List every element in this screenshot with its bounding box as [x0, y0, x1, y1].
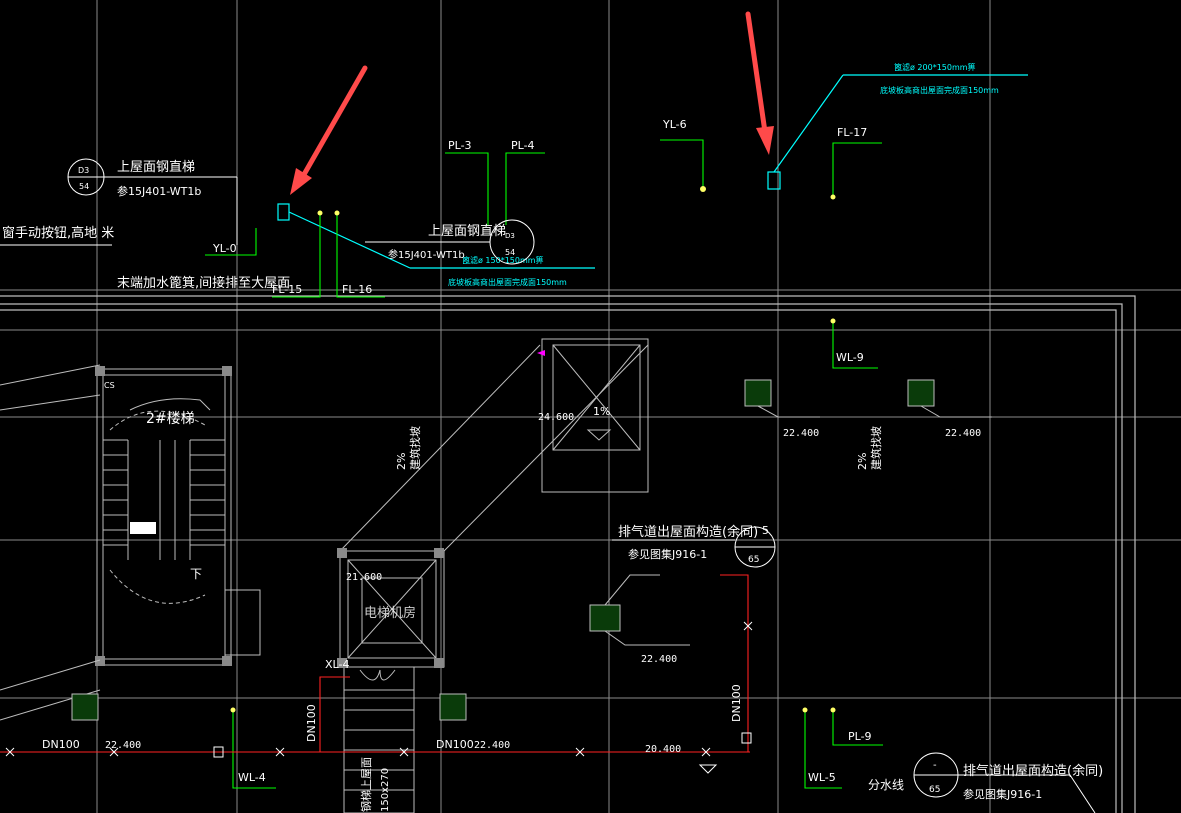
svg-text:DN100: DN100	[42, 738, 80, 751]
svg-text:WL-4: WL-4	[238, 771, 266, 784]
svg-text:22.400: 22.400	[783, 428, 819, 439]
svg-text:FL-16: FL-16	[342, 283, 372, 296]
roof-parapet	[0, 295, 1136, 813]
svg-text:22.400: 22.400	[641, 654, 677, 665]
drain-leaders	[604, 405, 992, 646]
stair-label: 2#楼梯	[146, 411, 195, 427]
ladder-vertical-label: 钢梯上屋面 150x270	[360, 757, 391, 812]
svg-text:22.400: 22.400	[474, 740, 510, 751]
svg-text:21.600: 21.600	[346, 572, 382, 583]
cs-label: CS	[104, 381, 115, 390]
exhaust-1-sheet: 65	[748, 555, 759, 565]
svg-text:150x270: 150x270	[380, 768, 391, 812]
svg-text:PL-4: PL-4	[511, 139, 535, 152]
svg-text:WL-5: WL-5	[808, 771, 836, 784]
svg-text:YL-6: YL-6	[662, 118, 687, 131]
detail-bubble-exhaust-2	[913, 752, 1096, 813]
detail-bubble-d3-2	[365, 219, 535, 265]
exhaust-shaft-top	[541, 338, 649, 493]
red-supply-pipe	[0, 574, 750, 753]
slope-right: 2% 建筑找坡	[856, 426, 883, 470]
exhaust-1-title: 排气道出屋面构造(余同)	[618, 524, 758, 540]
magenta-marker	[537, 350, 545, 356]
elevator-machine-room	[339, 344, 649, 813]
elevator-room-label: 电梯机房	[364, 605, 416, 621]
svg-text:建筑找坡: 建筑找坡	[869, 426, 883, 470]
end-water-note: 末端加水篦箕,间接排至大屋面	[117, 275, 290, 291]
drain-note-middle-2: 底坡板高商出屋面完成面150mm	[448, 277, 567, 287]
exhaust-2-sheet: 65	[929, 785, 940, 795]
svg-text:WL-9: WL-9	[836, 351, 864, 364]
svg-text:DN100: DN100	[730, 684, 743, 722]
detail-bubble-d3	[0, 158, 238, 246]
svg-text:PL-3: PL-3	[448, 139, 472, 152]
cyan-drain-outlets	[277, 74, 1028, 269]
exhaust-2-title: 排气道出屋面构造(余同)	[963, 763, 1103, 779]
svg-text:PL-9: PL-9	[848, 730, 872, 743]
ladder-title: 上屋面钢直梯	[117, 160, 195, 175]
drain-note-middle-1: 篦滤ø 150*150mm箅	[462, 255, 544, 265]
detail-d3-sheet: 54	[79, 182, 89, 191]
detail-d3b-sheet: 54	[505, 248, 515, 257]
exhaust-1-ref: 参见图集J916-1	[628, 547, 707, 561]
left-diagonals	[0, 364, 101, 721]
detail-d3b-code: D3	[505, 232, 515, 240]
svg-text:22.400: 22.400	[945, 428, 981, 439]
roof-drain-grates	[71, 379, 935, 721]
svg-text:建筑找坡: 建筑找坡	[408, 426, 422, 470]
stair-columns	[95, 366, 232, 666]
ladder-ref: 参15J401-WT1b	[117, 184, 201, 198]
pipe-size-labels: DN100 DN100 DN100 DN100	[42, 684, 743, 751]
svg-text:2%: 2%	[856, 453, 869, 470]
svg-text:FL-17: FL-17	[837, 126, 867, 139]
pipe-tags: YL-0 FL-15 FL-16 PL-3 PL-4 YL-6 FL-17 WL…	[212, 118, 872, 784]
watershed-label: 分水线	[868, 778, 904, 792]
svg-text:20.400: 20.400	[645, 744, 681, 755]
svg-text:22.400: 22.400	[105, 740, 141, 751]
detail-d3-code: D3	[78, 166, 89, 175]
pipe-marks	[5, 621, 753, 774]
ladder-ref-2: 参15J401-WT1b	[388, 248, 465, 261]
svg-text:24.600: 24.600	[538, 412, 574, 423]
stair-exit-sign	[130, 522, 156, 534]
svg-text:FL-15: FL-15	[272, 283, 302, 296]
exhaust-2-number: -	[933, 760, 937, 771]
svg-text:DN100: DN100	[436, 738, 474, 751]
red-arrow-icon	[290, 65, 368, 195]
pipe-risers	[230, 186, 836, 713]
svg-text:钢梯上屋面: 钢梯上屋面	[360, 757, 373, 812]
red-arrow-icon	[745, 11, 774, 155]
exhaust-2-ref: 参见图集J916-1	[963, 787, 1042, 801]
svg-text:YL-0: YL-0	[212, 242, 237, 255]
green-pipe-lines	[205, 139, 883, 789]
ten-pct-label: 1%	[593, 405, 610, 418]
elevator-columns	[337, 548, 444, 668]
slope-left: 2% 建筑找坡	[395, 426, 422, 470]
drain-note-right-2: 底坡板高商出屋面完成面150mm	[880, 85, 999, 95]
exhaust-1-number: 5	[762, 524, 769, 537]
stair-2	[96, 368, 261, 666]
svg-text:DN100: DN100	[305, 704, 318, 742]
ladder-title-2: 上屋面钢直梯	[428, 224, 506, 239]
window-button-note: 窗手动按钮,高地 米	[2, 225, 114, 241]
elevation-labels: 22.400 22.400 24.600 21.600 22.400 22.40…	[105, 412, 981, 755]
svg-text:XL-4: XL-4	[325, 658, 349, 671]
stair-down-label: 下	[190, 567, 202, 581]
detail-bubble-exhaust-1	[612, 526, 776, 568]
svg-text:2%: 2%	[395, 453, 408, 470]
t-mark: T	[190, 599, 191, 601]
drain-note-right-1: 篦滤ø 200*150mm箅	[894, 62, 976, 72]
